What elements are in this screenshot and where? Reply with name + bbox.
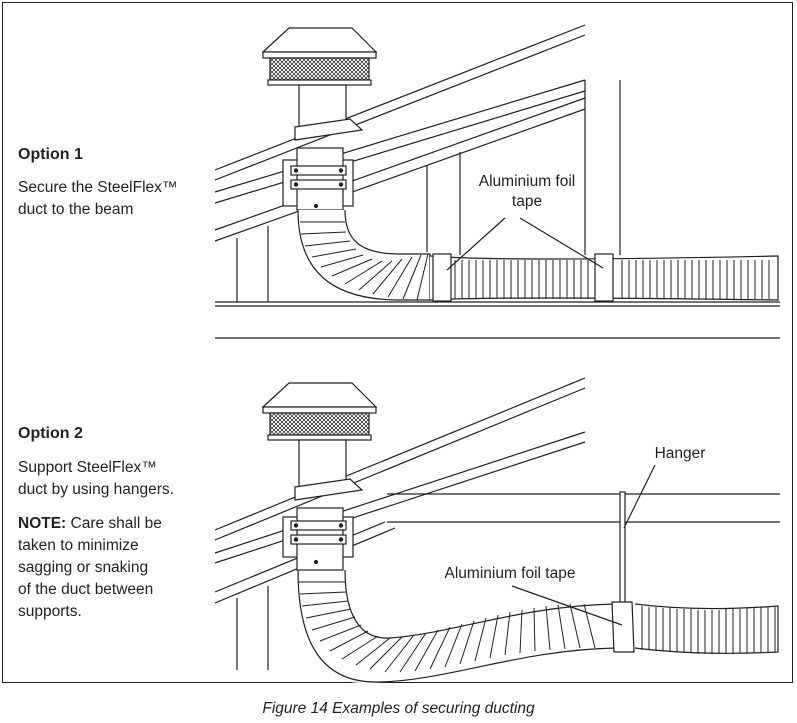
roof-rafter: [214, 24, 586, 242]
note-line2: taken to minimize: [18, 537, 139, 554]
note-line4: of the duct between: [18, 581, 154, 598]
option2-title: Option 2: [18, 425, 83, 442]
option1-tape-label-line1: Aluminium foil: [478, 173, 576, 190]
option1-line1: Secure the SteelFlex™: [18, 179, 178, 196]
option1-drawing: [214, 24, 780, 339]
roof-cap-vent: [261, 27, 378, 141]
note-line5: supports.: [18, 603, 82, 620]
hanger-leader: [623, 464, 656, 529]
duct-ribs: [454, 260, 770, 299]
hanger: [611, 491, 635, 653]
option1-line2: duct to the beam: [18, 201, 134, 218]
option2-note: NOTE: Care shall be taken to minimize sa…: [18, 513, 162, 623]
option2-line2: duct by using hangers.: [18, 481, 174, 498]
figure-frame: [2, 2, 793, 683]
option1-description: Secure the SteelFlex™ duct to the beam: [18, 177, 177, 221]
option1-title: Option 1: [18, 146, 83, 163]
beam-bracket: [282, 507, 354, 571]
tape-leader: [511, 585, 623, 626]
foil-tape-band-2: [594, 253, 614, 302]
tape-leader-2: [519, 217, 604, 269]
option2-description: Support SteelFlex™ duct by using hangers…: [18, 457, 174, 501]
foil-tape-band-1: [432, 253, 452, 302]
hanger-label: Hanger: [654, 445, 706, 462]
option2-drawing: [214, 377, 780, 684]
option2-line1: Support SteelFlex™: [18, 459, 157, 476]
figure-caption: Figure 14 Examples of securing ducting: [262, 700, 535, 717]
note-line1: Care shall be: [66, 515, 162, 532]
roof-cap-vent: [261, 382, 378, 501]
note-line3: sagging or snaking: [18, 559, 149, 576]
option1-tape-label-line2: tape: [511, 193, 543, 210]
note-label: NOTE:: [18, 515, 67, 532]
flex-duct-sagging: [297, 569, 779, 684]
beam-bracket: [282, 147, 354, 211]
option1-tape-label: Aluminium foil tape: [462, 172, 592, 212]
tape-leader-1: [446, 217, 506, 271]
flex-duct-elbow: [297, 209, 431, 301]
option2-tape-label: Aluminium foil tape: [444, 565, 576, 582]
